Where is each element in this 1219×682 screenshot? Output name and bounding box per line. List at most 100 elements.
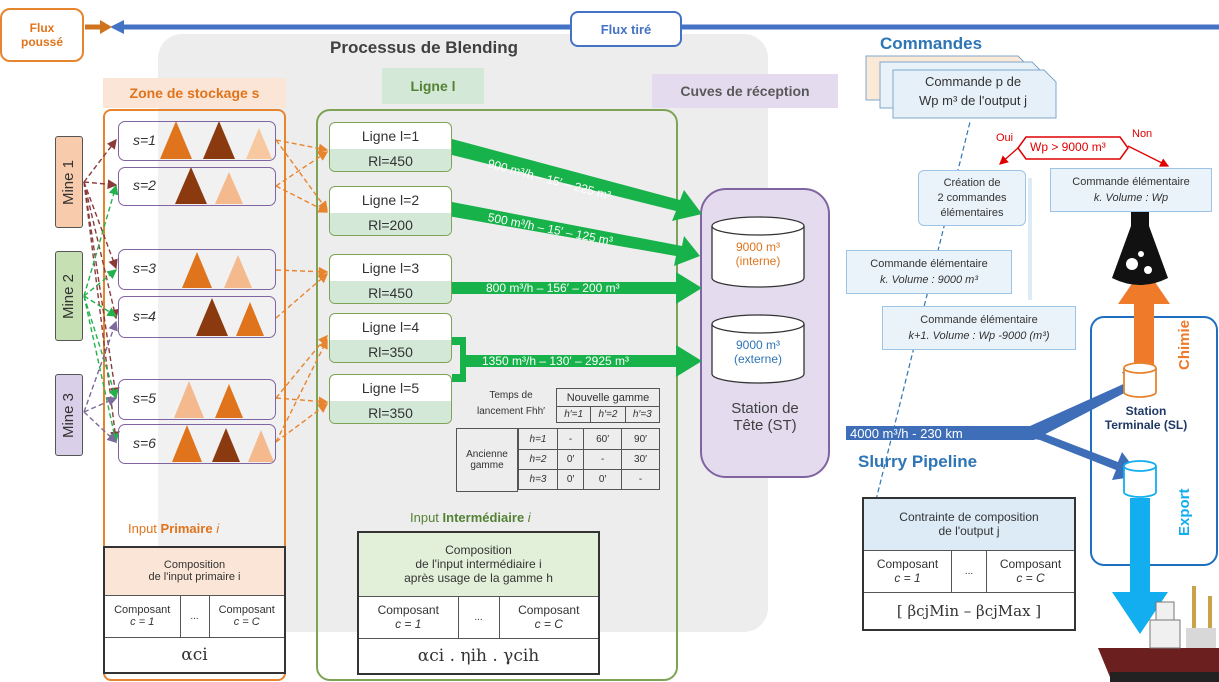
tank-interne-kind: (interne) (735, 254, 781, 268)
gamme-body: h=1 - 60′ 90′ h=2 0′ - 30′ h=3 0′ 0′ - (518, 428, 660, 490)
inter-dots: ... (457, 595, 500, 639)
ligne-3-rate: Rl=450 (330, 281, 451, 303)
contrainte-table: Contrainte de composition de l'output j … (862, 497, 1076, 631)
input-inter-b: Intermédiaire (442, 510, 525, 525)
mine-3-label: Mine 3 (60, 392, 78, 438)
elem-k1-box: Commande élémentaire k+1. Volume : Wp -9… (882, 306, 1076, 350)
gamme-row-3-h: h=3 (518, 469, 558, 490)
flow-label-4: 1350 m³/h – 130′ – 2925 m³ (482, 354, 630, 368)
mine-2: Mine 2 (55, 251, 83, 341)
slot-4 (118, 296, 276, 338)
chimie-label: Chimie (1176, 319, 1193, 370)
contrainte-head: Contrainte de composition de l'output j (862, 497, 1076, 551)
ligne-3-name: Ligne l=3 (361, 260, 420, 276)
elem-k1-line1: Commande élémentaire (920, 314, 1038, 326)
ligne-2-name: Ligne l=2 (361, 192, 420, 208)
slot-3-label: s=3 (133, 260, 156, 276)
primaire-c1a: Composant (114, 604, 171, 616)
inter-comp: Composition de l'input intermédiaire i a… (357, 531, 600, 597)
station-terminale-line2: Terminale (SL) (1104, 418, 1188, 432)
export-label: Export (1176, 488, 1193, 536)
ligne-2: Ligne l=2 Rl=200 (329, 186, 452, 236)
flux-pousse-label: Flux poussé (0, 8, 84, 62)
slot-6 (118, 424, 276, 464)
elem-k-line2: k. Volume : 9000 m³ (879, 274, 979, 286)
primaire-c2a: Composant (218, 604, 275, 616)
creation-line2: 2 commandes (937, 191, 1007, 204)
commande-card: Commande p de Wp m³ de l'output j (893, 72, 1053, 110)
stockage-header-text: Zone de stockage s (129, 85, 260, 101)
elem-right-box: Commande élémentaire k. Volume : Wp (1050, 168, 1212, 212)
contrainte-line2: de l'output j (938, 524, 1000, 539)
ligne-1-rate: Rl=450 (330, 149, 451, 171)
station-tete-label: Station de Tête (ST) (700, 400, 830, 434)
primaire-formula: αci (103, 636, 286, 674)
station-tete-line1: Station de (731, 400, 799, 417)
flow-label-3: 800 m³/h – 156′ – 200 m³ (486, 281, 620, 295)
input-inter-table: Composition de l'input intermédiaire i a… (357, 531, 600, 675)
commande-card-line2: Wp m³ de l'output j (919, 93, 1027, 108)
inter-c2b: c = C (534, 617, 563, 631)
mine-2-label: Mine 2 (60, 273, 78, 319)
tank-externe-kind: (externe) (733, 352, 783, 366)
creation-box: Création de 2 commandes élémentaires (918, 170, 1026, 226)
input-primaire-c: i (212, 521, 220, 536)
slot-1-label: s=1 (133, 132, 156, 148)
ligne-3: Ligne l=3 Rl=450 (329, 254, 452, 304)
primaire-comp: Composition de l'input primaire i (103, 546, 286, 596)
gamme-cell-3-1: 0′ (556, 469, 585, 490)
slot-5-label: s=5 (133, 390, 156, 406)
cuves-header: Cuves de réception (652, 74, 838, 108)
ligne-5-name: Ligne l=5 (361, 380, 420, 396)
ligne-1: Ligne l=1 Rl=450 (329, 122, 452, 172)
gamme-old-label: Ancienne gamme (456, 428, 518, 492)
creation-line3: élémentaires (940, 206, 1004, 219)
elem-k-box: Commande élémentaire k. Volume : 9000 m³ (846, 250, 1012, 294)
input-primaire-table: Composition de l'input primaire i Compos… (103, 546, 286, 674)
primaire-comp-line2: de l'input primaire i (148, 571, 241, 584)
contrainte-c1b: c = 1 (894, 571, 921, 585)
gamme-old-line2: gamme (470, 460, 504, 471)
ligne-5: Ligne l=5 Rl=350 (329, 374, 452, 424)
elem-right-line1: Commande élémentaire (1072, 176, 1190, 188)
slot-2 (118, 167, 276, 206)
flux-pousse-line2: poussé (20, 35, 63, 49)
contrainte-c2b: c = C (1016, 571, 1045, 585)
gamme-cell-1-3: 90′ (621, 428, 660, 450)
input-primaire-b: Primaire (160, 521, 213, 536)
ligne-5-rate: Rl=350 (330, 401, 451, 423)
station-terminale-line1: Station (1125, 404, 1167, 418)
pipeline-rate: 4000 m³/h - 230 km (850, 426, 963, 441)
tank-interne: 9000 m³ (interne) (712, 240, 804, 268)
elem-k1-line2: k+1. Volume : Wp -9000 (m³) (908, 330, 1050, 342)
gamme-title-line2: lancement Fhh′ (476, 406, 546, 417)
inter-comp-line1: Composition (445, 543, 512, 558)
gamme-col-2: h′=2 (590, 406, 626, 423)
commandes-title: Commandes (880, 34, 983, 53)
primaire-comp-line1: Composition (163, 559, 226, 572)
contrainte-formula: [ βcjMin – βcjMax ] (862, 591, 1076, 631)
tank-externe-volume: 9000 m³ (735, 338, 781, 352)
gamme-col-1: h′=1 (555, 406, 592, 423)
contrainte-dots: ... (951, 549, 987, 593)
gamme-col-3: h′=3 (624, 406, 661, 423)
primaire-c2b: c = C (233, 616, 260, 628)
slot-4-label: s=4 (133, 308, 156, 324)
tank-interne-volume: 9000 m³ (735, 240, 781, 254)
gamme-title: Temps de lancement Fhh′ (466, 388, 556, 420)
slot-3 (118, 249, 276, 290)
contrainte-c1a: Composant (876, 557, 939, 571)
gamme-cell-1-2: 60′ (583, 428, 623, 450)
gamme-cell-1-1: - (556, 428, 585, 450)
inter-comp-line2: de l'input intermédiaire i (415, 557, 542, 572)
ligne-zone (316, 109, 678, 681)
gamme-cell-2-1: 0′ (556, 449, 585, 470)
contrainte-line1: Contrainte de composition (899, 510, 1039, 525)
contrainte-c2a: Composant (999, 557, 1062, 571)
gamme-old-line1: Ancienne (466, 449, 508, 460)
